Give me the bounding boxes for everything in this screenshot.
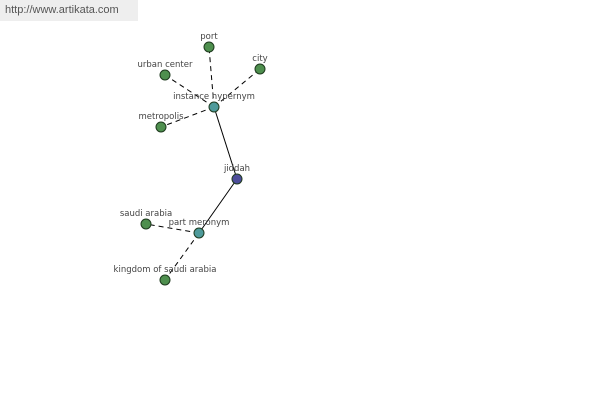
edge-instance-hypernym-to-metropolis (160, 106, 215, 128)
node-metropolis[interactable]: metropolis (138, 112, 184, 133)
edge-instance-hypernym-to-city (213, 68, 261, 108)
node-dot-urban-center[interactable] (159, 69, 171, 81)
node-label-city: city (252, 54, 267, 64)
node-dot-port[interactable] (203, 41, 215, 53)
node-label-kingdom-of-saudi-arabia: kingdom of saudi arabia (114, 265, 217, 275)
edge-jiddah-to-instance-hypernym (213, 106, 238, 180)
node-instance-hypernym[interactable]: instance hypernym (173, 92, 255, 113)
node-dot-metropolis[interactable] (155, 121, 167, 133)
node-saudi-arabia[interactable]: saudi arabia (120, 209, 172, 230)
node-city[interactable]: city (252, 54, 268, 75)
watermark-url[interactable]: http://www.artikata.com (5, 4, 119, 16)
edge-part-meronym-to-kingdom-of-saudi-arabia (164, 232, 200, 281)
node-urban-center[interactable]: urban center (138, 60, 193, 81)
node-part-meronym[interactable]: part meronym (169, 218, 230, 239)
node-dot-instance-hypernym[interactable] (208, 101, 220, 113)
edge-instance-hypernym-to-port (208, 46, 215, 108)
edge-instance-hypernym-to-urban-center (164, 74, 215, 108)
node-dot-city[interactable] (254, 63, 266, 75)
node-dot-jiddah[interactable] (231, 173, 243, 185)
node-dot-saudi-arabia[interactable] (140, 218, 152, 230)
node-label-urban-center: urban center (138, 60, 193, 70)
node-label-saudi-arabia: saudi arabia (120, 209, 172, 219)
watermark: http://www.artikata.com (0, 0, 138, 21)
nodes-layer: jiddah instance hypernym part meronym port u… (114, 32, 268, 286)
node-label-part-meronym: part meronym (169, 218, 230, 228)
node-kingdom-of-saudi-arabia[interactable]: kingdom of saudi arabia (114, 265, 217, 286)
node-label-instance-hypernym: instance hypernym (173, 92, 255, 102)
node-label-port: port (200, 32, 218, 42)
node-label-jiddah: jiddah (223, 164, 250, 174)
edge-jiddah-to-part-meronym (198, 178, 238, 234)
node-label-metropolis: metropolis (138, 112, 184, 122)
edges-layer (145, 46, 261, 281)
node-dot-kingdom-of-saudi-arabia[interactable] (159, 274, 171, 286)
node-dot-part-meronym[interactable] (193, 227, 205, 239)
node-jiddah[interactable]: jiddah (223, 164, 250, 185)
node-port[interactable]: port (200, 32, 218, 53)
